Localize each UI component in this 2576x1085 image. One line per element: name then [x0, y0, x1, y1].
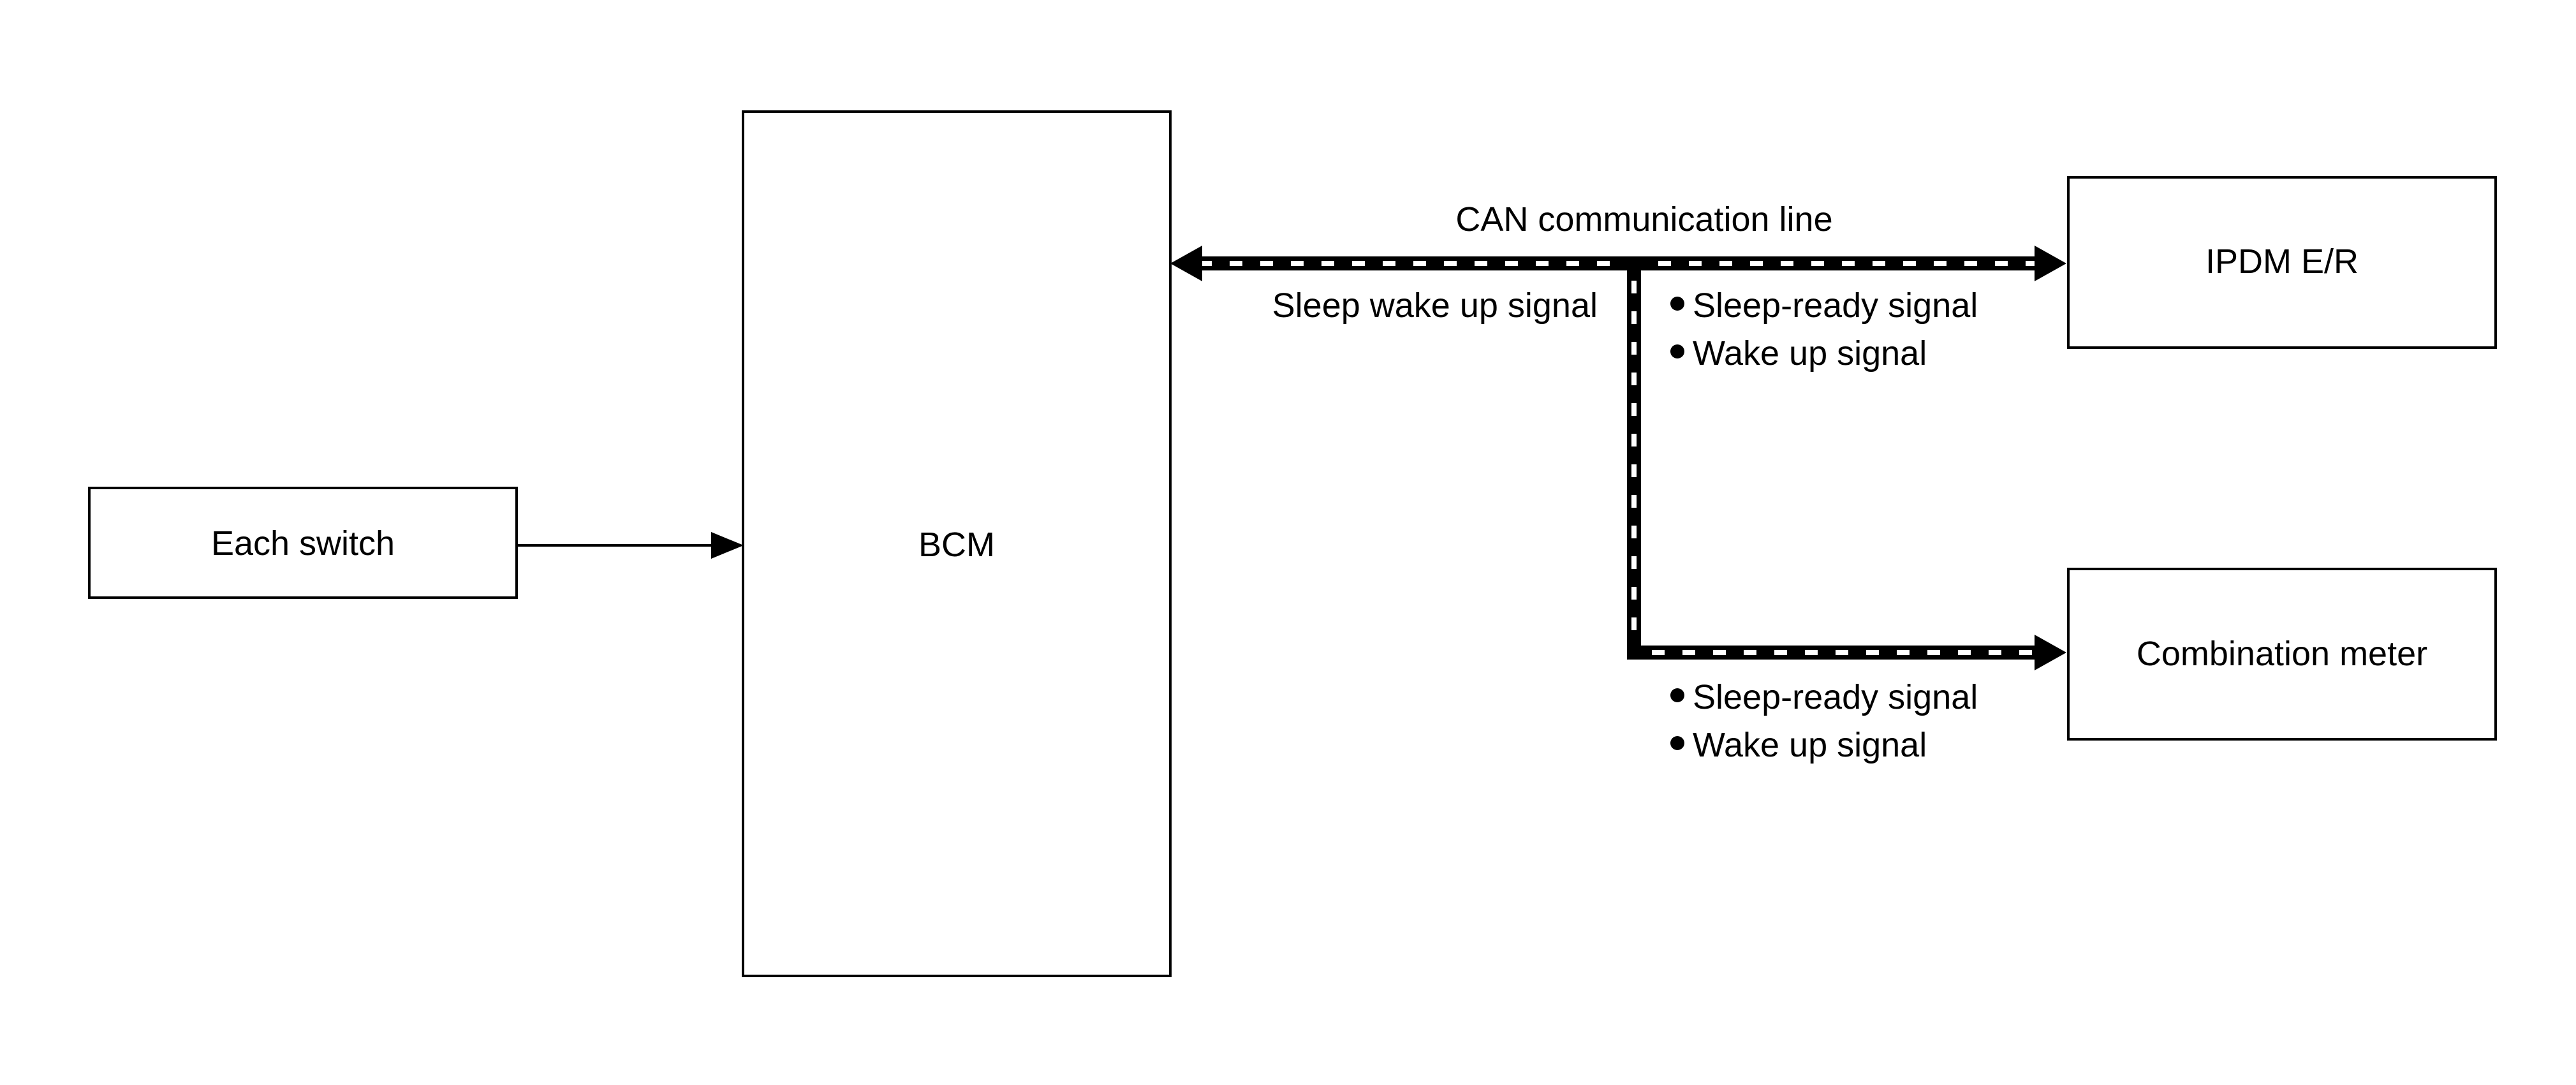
meter-wake-up-label: Wake up signal [1693, 726, 1927, 764]
bcm-label: BCM [918, 526, 995, 564]
bcm-box [742, 110, 1172, 977]
combination-meter-box [2067, 568, 2497, 741]
can-line-label: CAN communication line [1455, 200, 1832, 239]
ipdm-node: IPDM E/R [2067, 176, 2497, 349]
ipdm-label: IPDM E/R [2205, 242, 2359, 281]
combination-meter-label: Combination meter [2137, 635, 2427, 673]
can-bus-meter-arrowhead [2035, 635, 2066, 670]
meter-sleep-ready-label: Sleep-ready signal [1693, 678, 1978, 716]
each-switch-node: Each switch [88, 487, 518, 599]
bullet-icon [1670, 344, 1684, 358]
bullet-icon [1670, 297, 1684, 311]
ipdm-wake-up-label: Wake up signal [1693, 334, 1927, 373]
bcm-sleep-wake-signal-label: Sleep wake up signal [1272, 286, 1598, 325]
each-switch-box [88, 487, 518, 599]
bullet-icon [1670, 688, 1684, 702]
each-switch-label: Each switch [211, 524, 395, 563]
ipdm-sleep-ready-label: Sleep-ready signal [1693, 286, 1978, 325]
bullet-icon [1670, 736, 1684, 750]
switch-to-bcm-arrowhead [711, 532, 744, 559]
ipdm-box [2067, 176, 2497, 349]
can-bus [1170, 246, 2066, 670]
can-bus-left-arrowhead [1170, 246, 1202, 281]
meter-signal-list: Sleep-ready signal Wake up signal [1670, 678, 1978, 764]
can-bus-right-arrowhead [2035, 246, 2066, 281]
combination-meter-node: Combination meter [2067, 568, 2497, 741]
bcm-node: BCM [742, 110, 1172, 977]
switch-to-bcm-arrow [517, 532, 744, 559]
ipdm-signal-list: Sleep-ready signal Wake up signal [1670, 286, 1978, 373]
